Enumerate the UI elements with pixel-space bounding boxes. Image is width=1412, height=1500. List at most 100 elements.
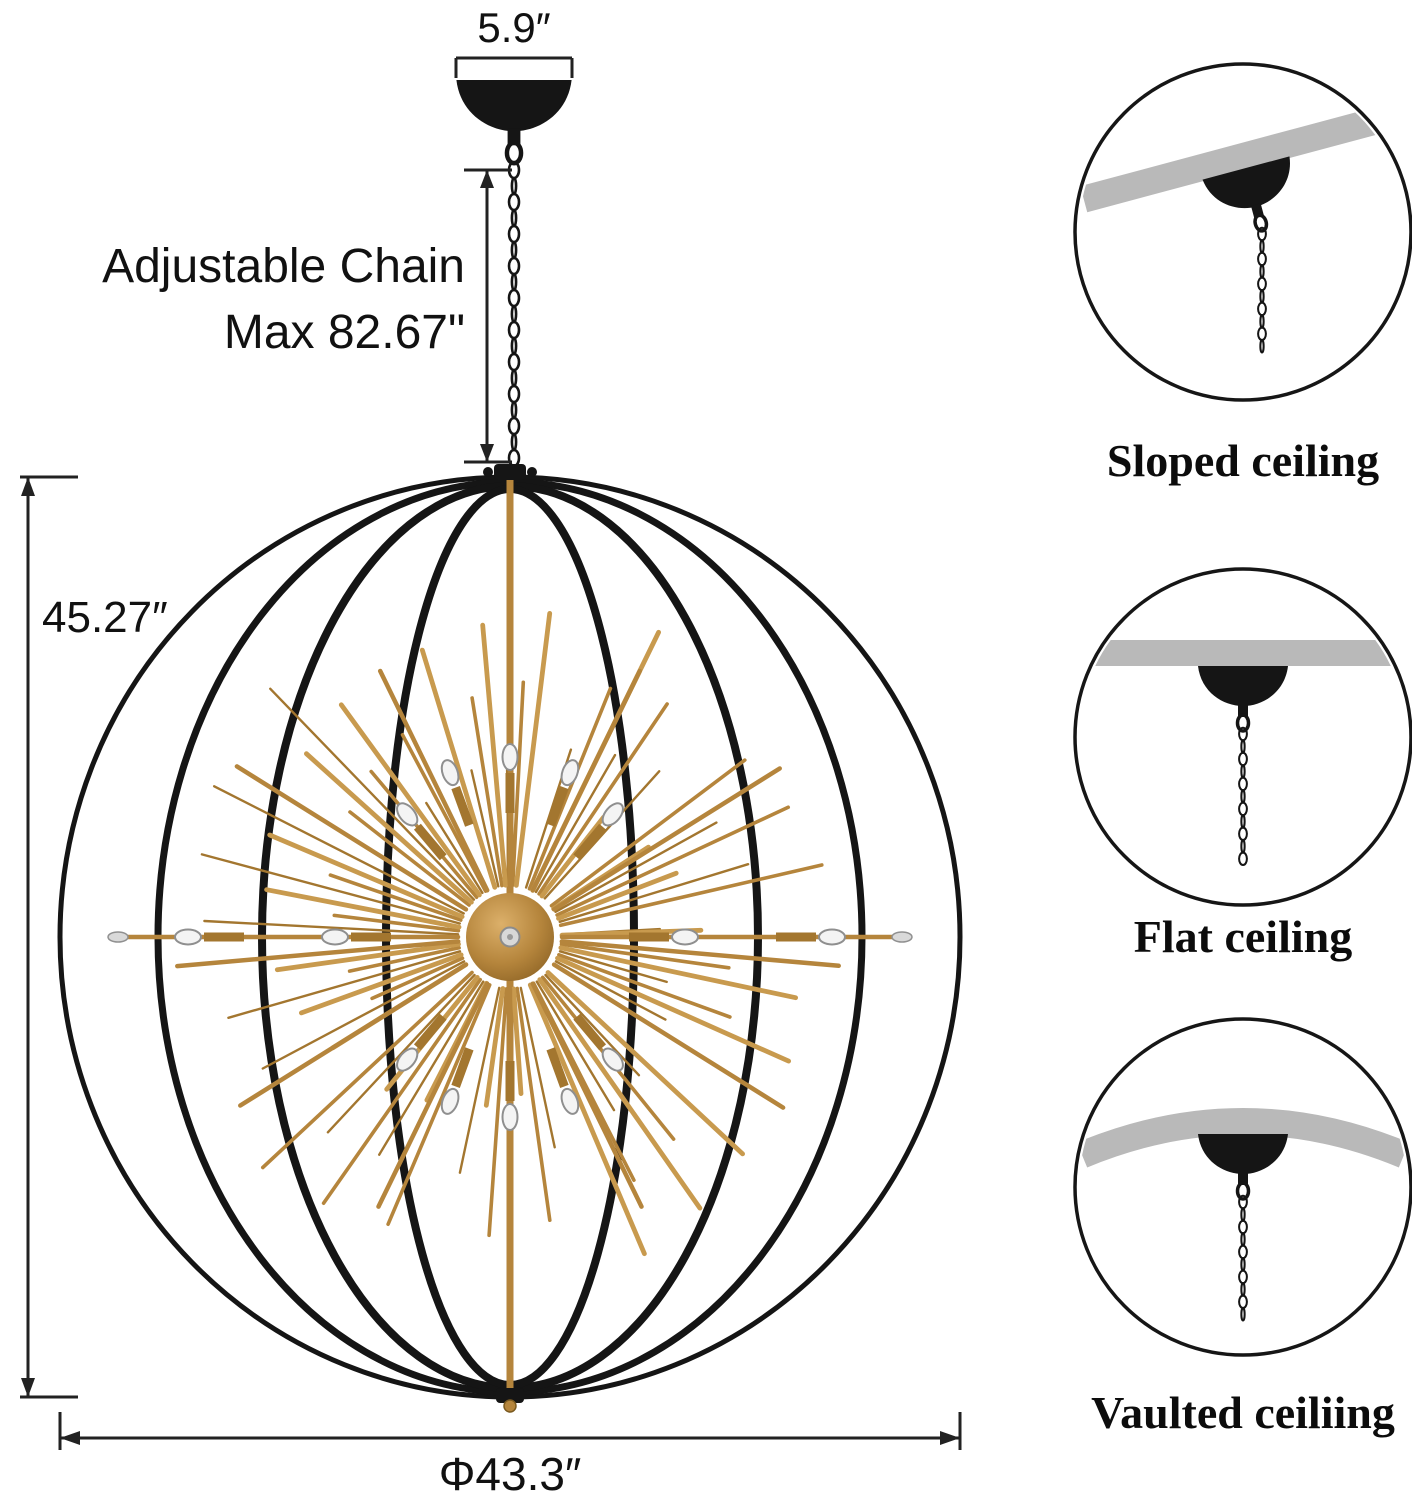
sloped-ceiling-label: Sloped ceiling — [1107, 435, 1379, 486]
sputnik-ray — [400, 732, 488, 893]
candelabra-bulb-icon — [501, 743, 519, 771]
center-knob-dot — [507, 934, 513, 940]
candle-sleeve — [413, 1013, 447, 1051]
chain-link — [1238, 1269, 1248, 1285]
candelabra-bulb-icon — [601, 802, 624, 827]
vaulted-ceiling-slab — [1079, 1108, 1407, 1168]
sputnik-long-ray — [551, 962, 786, 1110]
ceiling-canopy — [456, 80, 571, 163]
chandelier-illustration — [57, 80, 963, 1413]
flat-canopy-icon — [1196, 664, 1290, 733]
sputnik-ray — [554, 821, 718, 913]
chain-link — [1238, 751, 1248, 767]
chain-link — [1238, 851, 1248, 867]
mount-option-flat: Flat ceiling — [1073, 567, 1412, 962]
chain-link — [1240, 789, 1246, 804]
sputnik-ray — [558, 945, 798, 1001]
sputnik-ray — [470, 769, 500, 888]
sputnik-ray — [261, 960, 466, 1070]
fixture-height-value: 45.27″ — [42, 593, 168, 642]
canopy-width-dimension: 5.9″ — [454, 4, 574, 78]
sputnik-ray — [510, 680, 526, 887]
sputnik-ray — [274, 941, 461, 973]
sputnik-ray — [470, 696, 504, 888]
vaulted-circle-frame — [1073, 1017, 1412, 1357]
chain-link — [507, 320, 521, 340]
sputnik-ray — [487, 987, 509, 1238]
sloped-chain — [1257, 226, 1267, 354]
sputnik-ray — [425, 801, 484, 895]
chain-link — [1238, 1244, 1248, 1260]
chain-link — [1240, 1307, 1246, 1322]
sputnik-ray — [527, 686, 613, 891]
chain-link — [507, 352, 521, 372]
chain-link — [1259, 339, 1265, 354]
sputnik-ray — [557, 952, 732, 1019]
chain-link — [1238, 1294, 1248, 1310]
canopy-width-value: 5.9″ — [477, 4, 550, 51]
sputnik-ray — [264, 887, 462, 930]
vaulted-canopy-icon — [1196, 1132, 1290, 1201]
sputnik-ray — [539, 814, 606, 899]
sputnik-ray — [480, 622, 508, 888]
chain-link — [507, 192, 521, 212]
sputnik-long-ray — [530, 981, 644, 1209]
chain-link — [510, 432, 518, 452]
sputnik-ray — [347, 945, 461, 973]
sputnik-ray — [558, 950, 668, 984]
flat-circle-frame — [1073, 567, 1412, 907]
sputnik-ray — [545, 970, 745, 1157]
sputnik-ray — [559, 942, 731, 970]
chain-link — [1259, 239, 1265, 254]
sputnik-ray — [515, 986, 552, 1222]
candelabra-bulb-icon — [671, 928, 699, 946]
chain-link — [510, 400, 518, 420]
chain-link — [1240, 1232, 1246, 1247]
fixture-diameter-dimension: Φ43.3″ — [58, 1412, 962, 1500]
candelabra-bulb-icon — [396, 1047, 419, 1072]
vaulted-chain — [1238, 1194, 1248, 1322]
sputnik-ray — [378, 980, 485, 1156]
chain-link — [507, 224, 521, 244]
chain-link — [507, 256, 521, 276]
chain-note-line2: Max 82.67" — [224, 306, 465, 359]
candle-sleeve — [451, 786, 474, 827]
sputnik-ray — [549, 758, 747, 908]
candelabra-bulb-icon — [560, 759, 580, 787]
chain-link — [507, 288, 521, 308]
chain-link — [510, 208, 518, 228]
sputnik-ray — [544, 973, 641, 1077]
sputnik-ray — [558, 863, 750, 923]
sputnik-long-ray — [376, 981, 490, 1209]
sputnik-ray — [535, 980, 616, 1112]
mount-option-sloped: Sloped ceiling — [1073, 62, 1412, 486]
chain-link — [1238, 801, 1248, 817]
candelabra-bulb-icon — [440, 759, 460, 787]
candelabra-bulb-icon — [601, 1047, 624, 1072]
chain-link — [1257, 326, 1267, 342]
cage-bottom-hub — [496, 1388, 524, 1413]
sputnik-long-ray — [234, 764, 469, 912]
sputnik-ray — [267, 832, 465, 920]
chrome-tip-icon — [107, 931, 129, 943]
chain-link — [1240, 739, 1246, 754]
sputnik-ray — [458, 986, 501, 1174]
chain-link — [507, 448, 521, 468]
sputnik-ray — [534, 753, 617, 894]
sputnik-ray — [556, 870, 679, 921]
sloped-circle-frame — [1073, 62, 1412, 402]
sputnik-ray — [332, 913, 461, 933]
sputnik-long-ray — [551, 766, 782, 912]
chain-link — [1240, 764, 1246, 779]
candle-sleeve — [546, 1047, 569, 1088]
sputnik-ray — [260, 970, 474, 1170]
sputnik-long-ray — [530, 668, 643, 893]
sputnik-long-ray — [175, 939, 461, 969]
sputnik-ray — [419, 647, 498, 890]
sputnik-ray — [269, 687, 476, 901]
fixture-height-dimension: 45.27″ — [20, 475, 168, 1399]
candelabra-bulb-icon — [174, 928, 202, 946]
candelabra-bulb-icon — [818, 928, 846, 946]
